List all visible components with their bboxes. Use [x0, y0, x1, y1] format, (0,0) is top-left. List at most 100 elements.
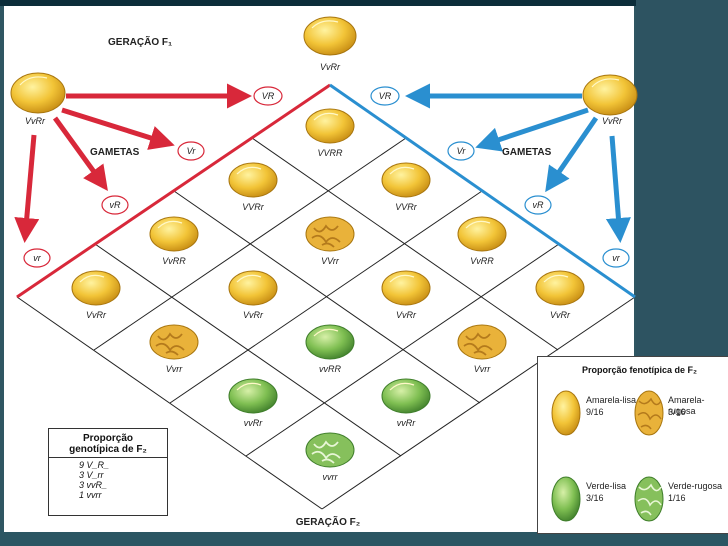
red-arrows [14, 83, 252, 243]
pea-seed [149, 324, 199, 360]
gamete-blue-vr: vr [602, 248, 630, 268]
punnett-cell: VvRr [228, 270, 278, 320]
seed-wrinkle [311, 224, 341, 248]
phenotype-ratio: 9/16 [586, 407, 604, 417]
seed-highlight [389, 382, 415, 391]
svg-text:VR: VR [262, 91, 275, 101]
svg-text:VR: VR [379, 91, 392, 101]
cell-genotype: Vvrr [166, 364, 184, 374]
seed-highlight [79, 274, 105, 283]
svg-text:vr: vr [33, 253, 42, 263]
svg-text:Vr: Vr [457, 146, 467, 156]
cell-genotype: VVRr [242, 202, 265, 212]
phenotype-ratio: 3/16 [668, 407, 686, 417]
seed-wrinkle [311, 440, 341, 464]
phenotype-ratio: 3/16 [586, 493, 604, 503]
punnett-cell: Vvrr [457, 324, 507, 374]
genotypic-row: 9 V_R_ [79, 460, 110, 470]
cell-genotype: vvrr [323, 472, 339, 482]
punnett-cell: VvRr [535, 270, 585, 320]
genotypic-title-2: genotípica de F₂ [69, 444, 147, 455]
red-edge [16, 83, 331, 299]
cell-genotype: VvRr [243, 310, 264, 320]
punnett-cell: vvRr [381, 378, 431, 428]
left-gametes-title: GAMETAS [90, 147, 140, 158]
cell-genotype: VvRr [86, 310, 107, 320]
pea-seed [305, 324, 355, 360]
right-parent-seed [582, 74, 638, 116]
f1-title: GERAÇÃO F₁ [108, 35, 172, 48]
f1-genotype: VvRr [320, 62, 341, 72]
seed-highlight [465, 220, 491, 229]
cell-genotype: VVRR [317, 148, 343, 158]
punnett-cell: VVRr [381, 162, 431, 212]
cell-genotype: VvRr [396, 310, 417, 320]
top-dark-stripe [0, 0, 728, 6]
pea-seed [381, 378, 431, 414]
cell-genotype: VvRR [162, 256, 186, 266]
genotypic-title-1: Proporção [82, 433, 133, 444]
phenotype-name: Verde-rugosa [668, 481, 723, 491]
seed-highlight [236, 166, 262, 175]
punnett-cell: Vvrr [149, 324, 199, 374]
pea-seed [71, 270, 121, 306]
cell-genotype: VvRr [550, 310, 571, 320]
seed-highlight [543, 274, 569, 283]
f2-title: GERAÇÃO F₂ [296, 515, 360, 528]
pea-seed [457, 324, 507, 360]
phenotypic-seeds [551, 390, 664, 522]
punnett-cell: VVrr [305, 216, 355, 266]
punnett-cell: VvRR [149, 216, 199, 266]
svg-text:vr: vr [612, 253, 621, 263]
seed-wrinkle [155, 332, 185, 356]
genotypic-row: 3 V_rr [79, 470, 104, 480]
gamete-red-vr: vr [23, 248, 51, 268]
pea-seed [305, 216, 355, 252]
punnett-cell: vvRr [228, 378, 278, 428]
gamete-blue-Vr: Vr [447, 141, 475, 161]
punnett-cell: vvrr [305, 432, 355, 482]
gamete-red-Vr: Vr [177, 141, 205, 161]
right-parent-label: VvRr [602, 116, 623, 126]
seed-highlight [389, 166, 415, 175]
cell-genotype: Vvrr [474, 364, 492, 374]
seed-highlight [313, 328, 339, 337]
pea-seed [457, 216, 507, 252]
seed-highlight [157, 220, 183, 229]
gamete-blue-VR: VR [370, 86, 400, 106]
svg-text:Vr: Vr [187, 146, 197, 156]
phenotype-name: Amarela-rugosa [668, 395, 705, 416]
cell-genotype: VvRR [470, 256, 494, 266]
punnett-cell: VVRR [305, 108, 355, 158]
pea-seed [381, 162, 431, 198]
pea-seed [305, 432, 355, 468]
phenotypic-title: Proporção fenotípica de F₂ [582, 365, 698, 375]
genotypic-rows: 9 V_R_ 3 V_rr 3 vvR_ 1 vvrr [79, 460, 167, 500]
phenotype-ratio: 1/16 [668, 493, 686, 503]
svg-text:vR: vR [110, 200, 122, 210]
pea-seed [381, 270, 431, 306]
genotypic-divider [49, 457, 167, 458]
cell-genotype: VVrr [321, 256, 340, 266]
seed-wrinkle [463, 332, 493, 356]
gamete-red-vR: vR [101, 195, 129, 215]
seed-highlight [389, 274, 415, 283]
pea-seed [228, 270, 278, 306]
seed-highlight [313, 112, 339, 121]
bottom-background [0, 530, 728, 546]
left-parent-seed [10, 72, 66, 114]
cell-genotype: VVRr [395, 202, 418, 212]
f1-seed [303, 16, 357, 56]
pea-seed [228, 378, 278, 414]
pea-seed [228, 162, 278, 198]
seed-highlight [236, 274, 262, 283]
punnett-cell: VvRR [457, 216, 507, 266]
punnett-cell: VvRr [381, 270, 431, 320]
pea-seed [305, 108, 355, 144]
punnett-cell: vvRR [305, 324, 355, 374]
phenotype-name: Amarela-lisa [586, 395, 637, 405]
pea-seed [149, 216, 199, 252]
genotypic-row: 1 vvrr [79, 490, 102, 500]
